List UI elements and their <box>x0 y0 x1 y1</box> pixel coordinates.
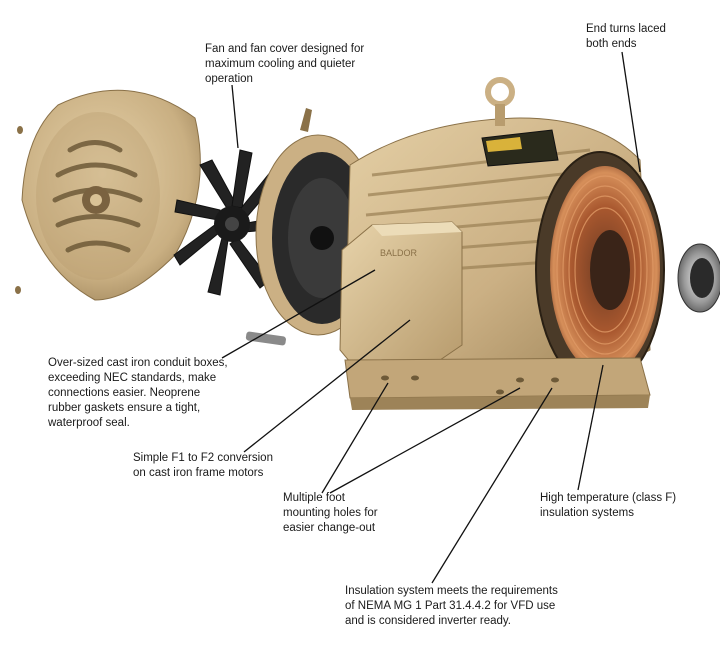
nameplate-logo-text: BALDOR <box>380 248 418 258</box>
leader-conduit <box>221 269 376 359</box>
leader-high-temp <box>577 364 604 491</box>
callout-conduit-boxes: Over-sized cast iron conduit boxes, exce… <box>48 357 228 429</box>
callout-fan: Fan and fan cover designed for maximum c… <box>205 43 365 85</box>
leader-f1f2 <box>243 319 411 453</box>
lifting-eye <box>485 77 515 126</box>
callout-f1-f2-conversion: Simple F1 to F2 conversion on cast iron … <box>133 452 273 479</box>
leader-fan <box>231 84 239 149</box>
mounting-feet <box>344 357 651 410</box>
leader-foot-1 <box>321 382 389 494</box>
leader-insulation <box>431 387 553 584</box>
callout-foot-mounting-holes: Multiple foot mounting holes for easier … <box>283 492 378 534</box>
nameplate <box>481 129 559 167</box>
fan-cover <box>15 89 201 301</box>
leader-foot-2 <box>329 387 521 494</box>
stator-windings <box>535 151 665 389</box>
bearing <box>677 243 720 313</box>
callout-insulation-system: Insulation system meets the requirements… <box>345 585 558 627</box>
callout-end-turns: End turns laced both ends <box>586 23 666 50</box>
callout-high-temperature: High temperature (class F) insulation sy… <box>540 492 677 519</box>
leader-lines <box>221 51 641 584</box>
conduit-box: BALDOR <box>339 221 463 363</box>
leader-end-turns <box>621 51 641 173</box>
